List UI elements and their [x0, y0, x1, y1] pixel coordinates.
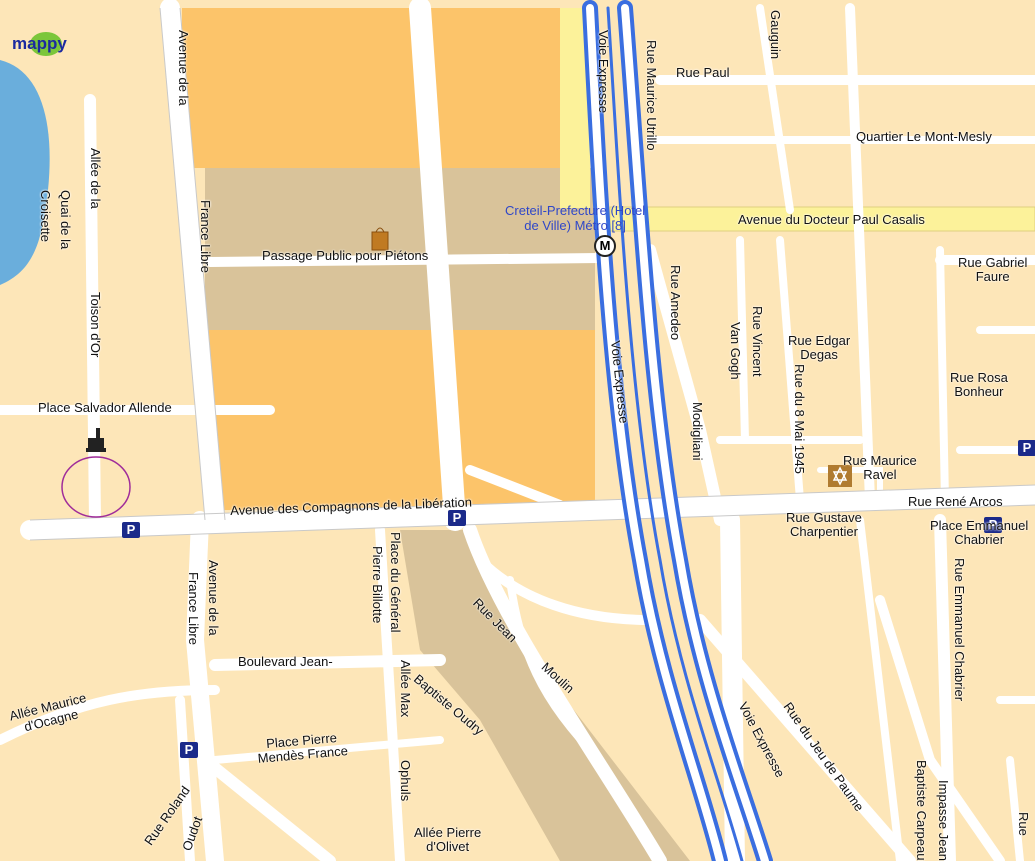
metro-station-label[interactable]: Creteil-Prefecture (Hotel de Ville) Métr… [505, 203, 646, 233]
street-label[interactable]: Rue Paul [676, 65, 730, 80]
street-label[interactable]: Rue Vincent [750, 306, 765, 377]
street-label[interactable]: Allée Pierre d'Olivet [414, 825, 482, 854]
voie-expresse [582, 0, 773, 861]
commercial-block [205, 330, 595, 510]
street-label[interactable]: Croisette [38, 190, 53, 243]
street-label[interactable]: Place Emmanuel Chabrier [930, 518, 1029, 547]
parking-icon[interactable]: P [180, 742, 198, 758]
mappy-logo[interactable]: mappy [12, 32, 67, 56]
street-label[interactable]: Quartier Le Mont-Mesly [856, 129, 992, 144]
street-label[interactable]: Impasse Jean [936, 780, 951, 861]
street-label[interactable]: Ophuls [398, 760, 413, 802]
lake [0, 60, 50, 285]
parking-icon[interactable]: P [984, 517, 1002, 533]
street-label[interactable]: Rue Edgar Degas [788, 333, 851, 362]
street-label[interactable]: Avenue du Docteur Paul Casalis [738, 212, 925, 227]
location-circle [61, 456, 131, 518]
street-label[interactable]: Rue Emmanuel Chabrier [952, 558, 967, 702]
street-label[interactable]: Allée de la [88, 148, 103, 209]
street-label[interactable]: Rue du 8 Mai 1945 [792, 364, 807, 474]
metro-symbol[interactable]: M [599, 238, 611, 253]
street-outlines [29, 7, 1035, 541]
street-label[interactable]: France Libre [186, 572, 201, 645]
commercial-block [182, 8, 406, 168]
logo-text: mappy [12, 34, 67, 53]
street-label[interactable]: Passage Public pour Piétons [262, 248, 429, 263]
street-label[interactable]: Toison d'Or [88, 292, 103, 358]
synagogue-icon [828, 465, 852, 487]
street-label[interactable]: Allée Max [398, 660, 413, 718]
street-label[interactable]: Van Gogh [728, 322, 743, 380]
street-label[interactable]: Pierre Billotte [370, 546, 385, 624]
street-label[interactable]: Boulevard Jean- [238, 654, 333, 669]
street-label[interactable]: Avenue de la [176, 30, 191, 106]
street-label[interactable]: Rue Maurice Utrillo [644, 40, 659, 151]
logo-globe-icon [30, 32, 62, 56]
parking-icon[interactable]: P [122, 522, 140, 538]
street-label[interactable]: Gauguin [768, 10, 783, 60]
street-label[interactable]: Voie Expresse [596, 30, 611, 114]
street-label[interactable]: Rue Gustave Charpentier [786, 510, 862, 539]
street-label[interactable]: Rue Rosa Bonheur [950, 370, 1008, 399]
street-label[interactable]: Rue Gabriel Faure [958, 255, 1028, 284]
street-label[interactable]: France Libre [198, 200, 213, 273]
metro-icon-bg [594, 235, 616, 257]
street-label[interactable]: Rue Amedeo [668, 265, 683, 341]
parking-icon[interactable]: P [1018, 440, 1035, 456]
parking-icon[interactable]: P [448, 510, 466, 526]
street-label[interactable]: Rue [1016, 812, 1031, 836]
shopping-icon [371, 227, 389, 251]
commercial-block [406, 8, 590, 170]
pedestrian-area [205, 168, 595, 330]
street-label[interactable]: Quai de la [58, 190, 73, 250]
street-label[interactable]: Rue René Arcos [908, 494, 1003, 509]
street-label[interactable]: Baptiste Carpeaux [914, 760, 929, 861]
street-label[interactable]: Avenue de la [206, 560, 221, 636]
street-label[interactable]: Modigliani [690, 402, 705, 461]
street-label[interactable]: Place du Général [388, 532, 403, 633]
monument-icon [86, 428, 106, 452]
street-label[interactable]: Rue Maurice Ravel [843, 453, 917, 482]
street-label[interactable]: Place Salvador Allende [38, 400, 172, 415]
